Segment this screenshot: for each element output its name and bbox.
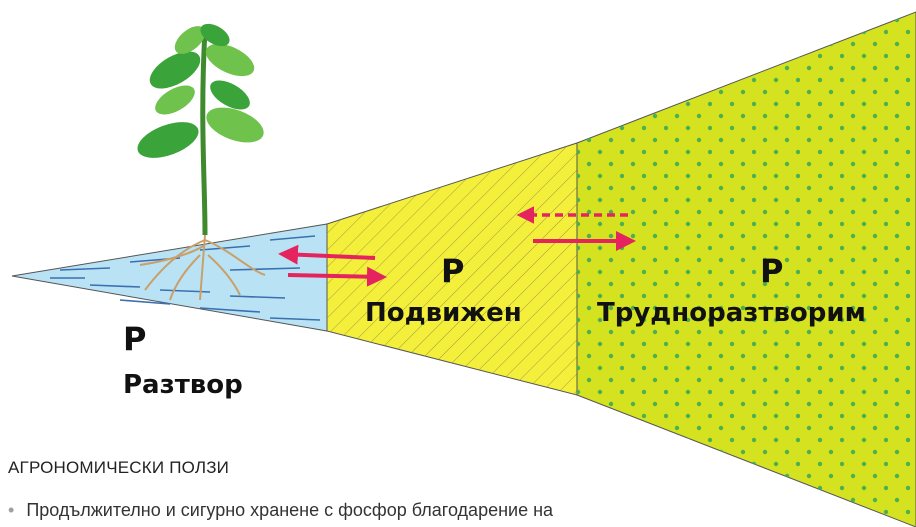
mobile-label: Подвижен	[365, 298, 522, 328]
insoluble-label: Трудноразтворим	[597, 298, 866, 328]
arrow-to-mobile	[288, 275, 383, 277]
section-heading: АГРОНОМИЧЕСКИ ПОЛЗИ	[8, 458, 229, 478]
bullet-text: Продължително и сигурно хранене с фосфор…	[26, 500, 553, 520]
bullet-item: • Продължително и сигурно хранене с фосфо…	[8, 500, 553, 521]
solution-symbol: P	[123, 320, 146, 358]
bullet-dot: •	[8, 500, 14, 520]
insoluble-symbol: P	[760, 252, 783, 290]
solution-label: Разтвор	[123, 370, 243, 400]
mobile-symbol: P	[441, 252, 464, 290]
